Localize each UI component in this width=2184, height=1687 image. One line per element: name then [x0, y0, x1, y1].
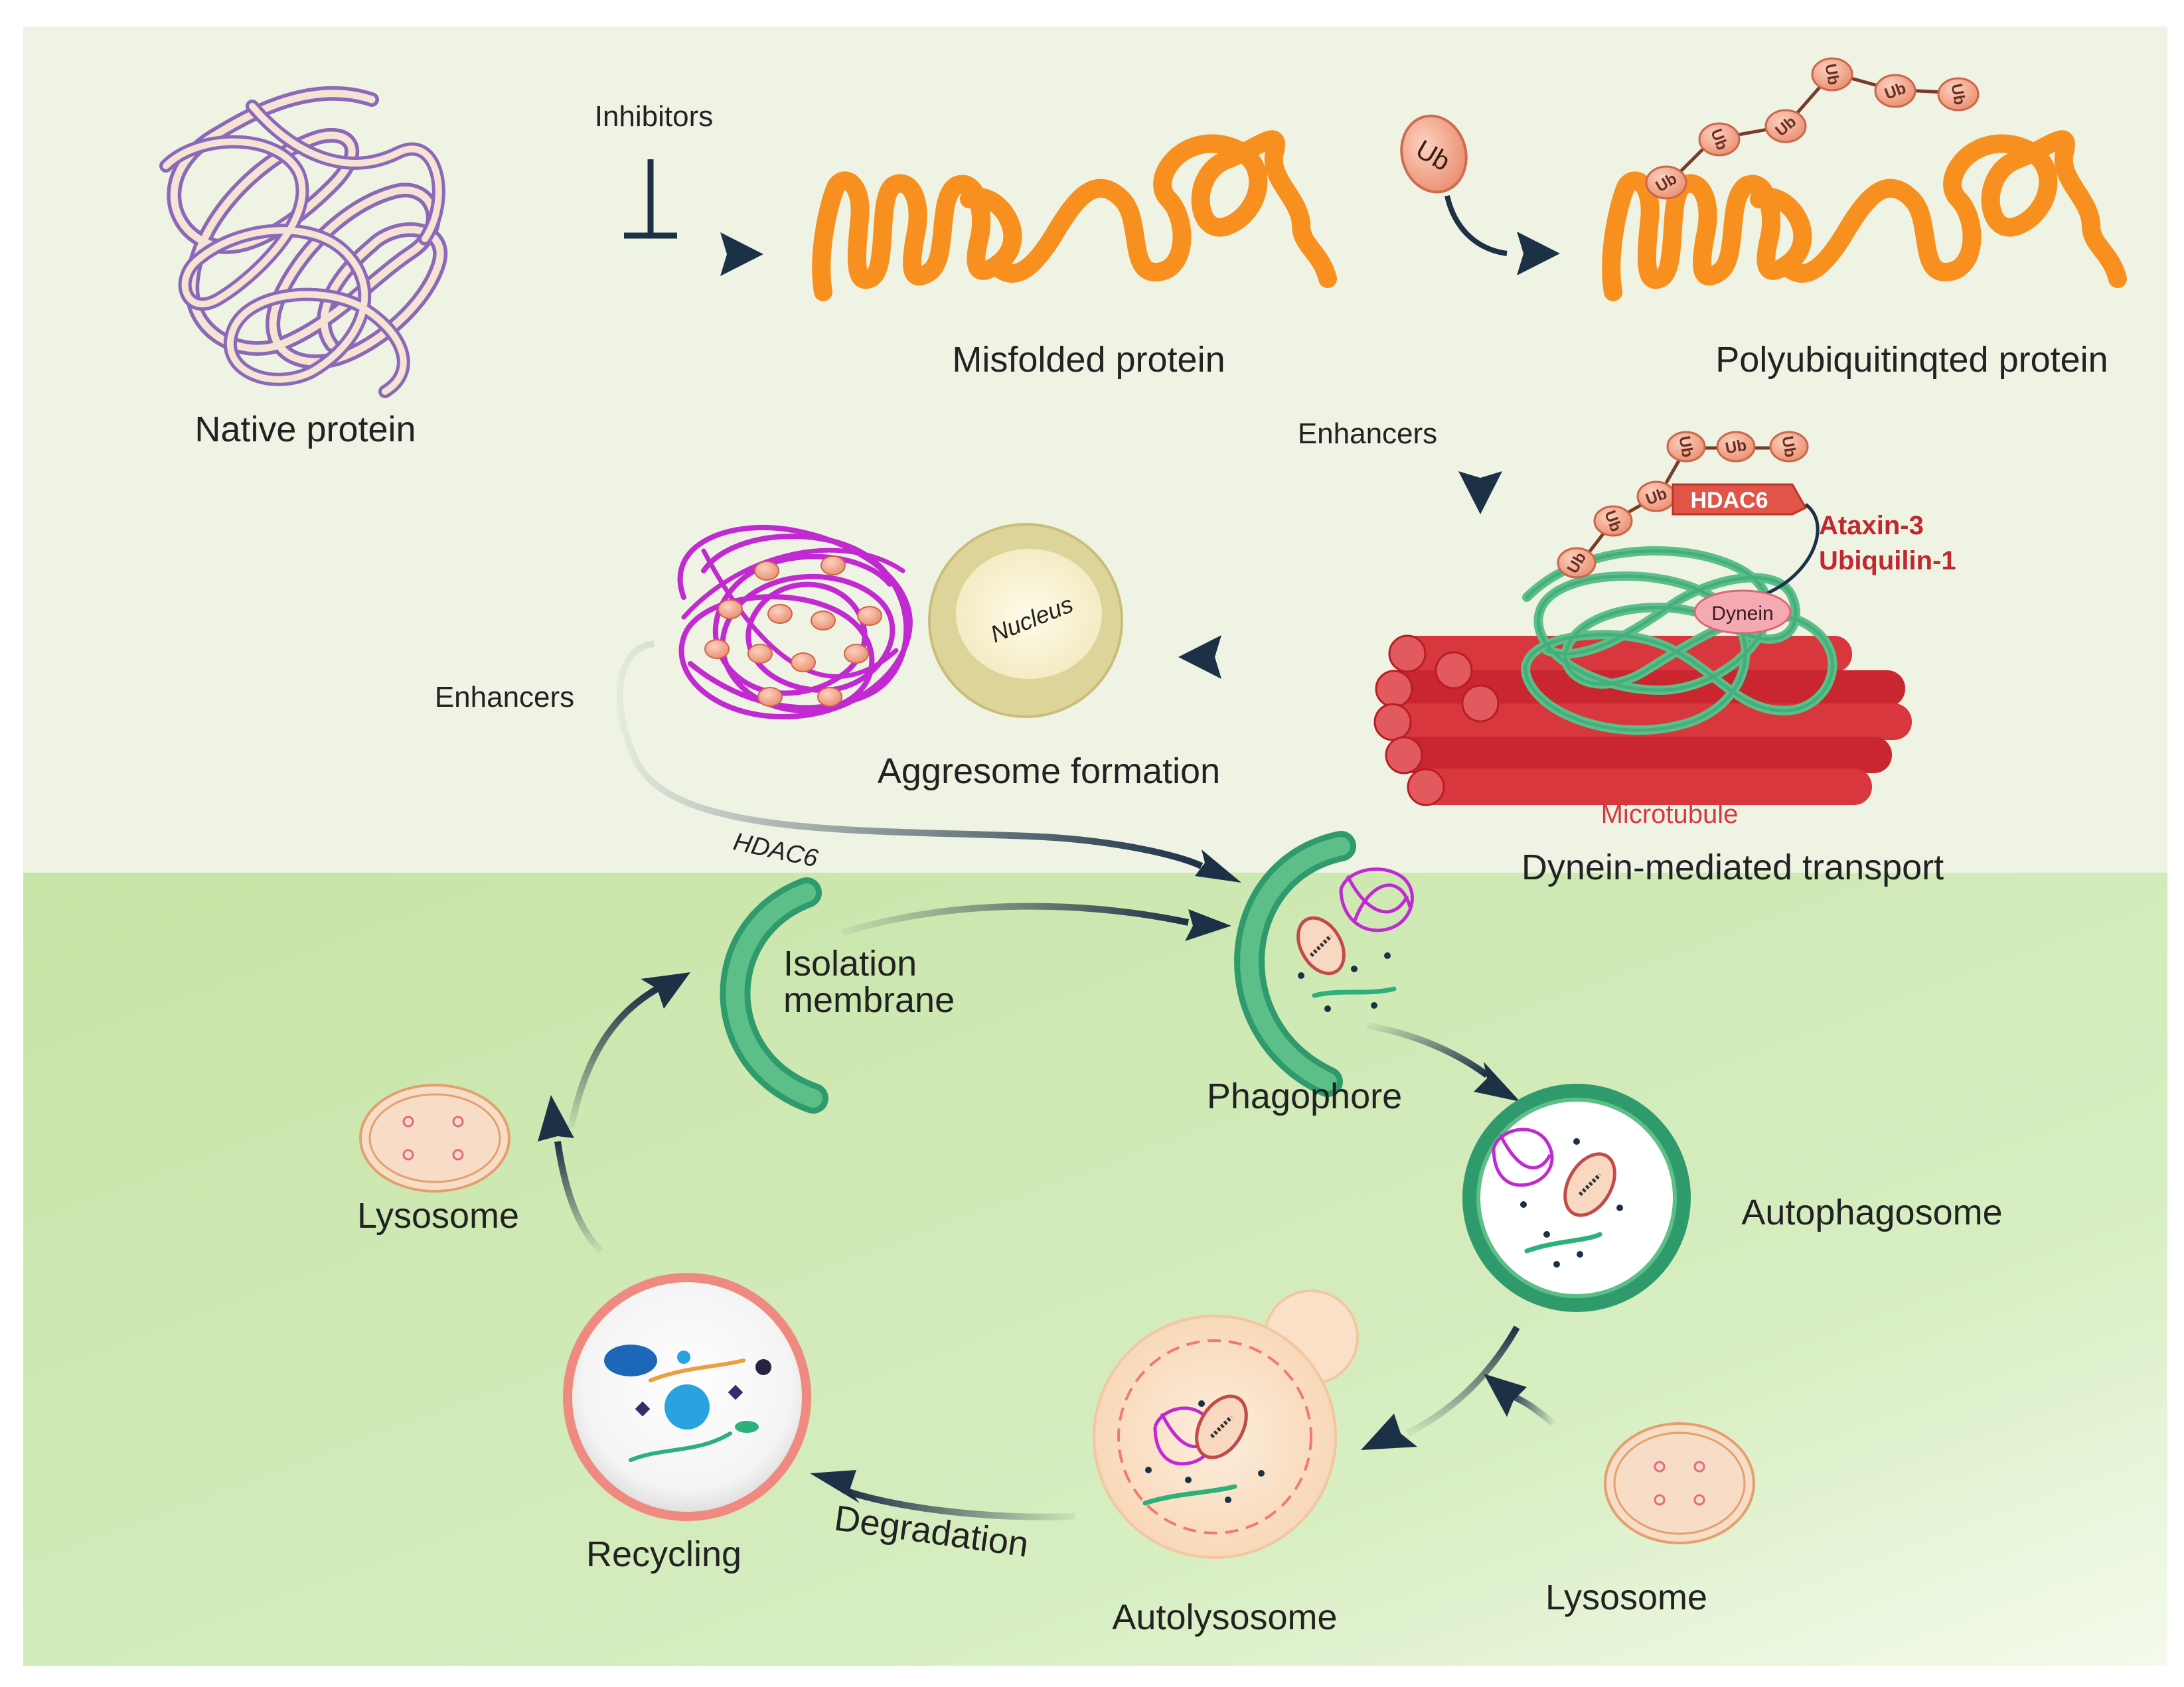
dynein-label: Dynein: [1711, 603, 1773, 624]
ubiquilin1-label: Ubiquilin-1: [1819, 546, 1956, 575]
native-protein-icon: [159, 86, 447, 398]
lysosome-right-label: Lysosome: [1545, 1577, 1707, 1617]
degradation-arrow: [810, 1470, 1076, 1520]
inhibitors-label: Inhibitors: [595, 100, 714, 133]
aggresome-formation-label: Aggresome formation: [878, 751, 1220, 791]
ub-bead-small-label: Ub: [1675, 435, 1696, 459]
to-autophagosome-arrow: [1367, 1022, 1520, 1102]
phagophore-icon: [1234, 831, 1414, 1097]
aggresome-aggregate-icon: [677, 524, 913, 720]
autolysosome-icon: [1093, 1289, 1359, 1559]
hdac6-ub-chain-icon: [1557, 431, 1820, 619]
ubiquitination-arrow: [1387, 195, 1560, 275]
to-phagophore-arrow: [842, 903, 1231, 941]
polyubiquitinated-protein-icon: [1602, 57, 2127, 301]
to-isolation-membrane-arrow: [568, 972, 690, 1129]
ub-bead-icon: Ub: [1400, 114, 1468, 194]
autophagosome-label: Autophagosome: [1741, 1193, 2002, 1232]
enhancers-down-arrow: [1458, 312, 1502, 514]
enhancers-left-label: Enhancers: [435, 681, 574, 713]
isolation-membrane-icon: [720, 877, 828, 1114]
ub-bead-small-label: Ub: [1778, 435, 1799, 459]
ub-bead-small-label: Ub: [1947, 82, 1968, 106]
nucleus-icon: [928, 523, 1123, 718]
phagophore-label: Phagophore: [1207, 1076, 1402, 1116]
lysosome-right-icon: [1604, 1422, 1755, 1544]
recycling-to-lysosome-arrow: [538, 1095, 603, 1254]
recycling-label: Recycling: [586, 1534, 741, 1574]
recycling-icon: [563, 1273, 811, 1521]
polyubiquitinated-protein-label: Polyubiquitinqted protein: [1715, 340, 2108, 380]
isolation-membrane-label-1: Isolation: [783, 944, 917, 984]
microtubule-bundle-icon: [1373, 634, 1912, 806]
misfolded-aggregate-green-icon: [1521, 546, 1837, 735]
hdac6-box-label: HDAC6: [1690, 488, 1768, 513]
autolysosome-label: Autolysosome: [1112, 1597, 1337, 1637]
lysosome-to-merge-arrow: [1484, 1374, 1556, 1426]
microtubule-label: Microtubule: [1601, 800, 1739, 829]
enhancers-top-label: Enhancers: [1298, 417, 1437, 450]
autophagosome-icon: [1462, 1084, 1691, 1312]
misfolded-protein-icon: [812, 130, 1337, 301]
ub-bead-small-label: Ub: [1724, 436, 1748, 457]
lysosome-left-icon: [359, 1084, 510, 1193]
ub-bead-small-label: Ub: [1821, 62, 1842, 86]
bottom-panel: [23, 873, 2167, 1666]
to-aggresome-arrow: [1178, 635, 1354, 679]
hdac6-curved-arrow: [616, 640, 1241, 883]
isolation-membrane-label-2: membrane: [783, 980, 955, 1020]
misfolded-protein-label: Misfolded protein: [952, 340, 1225, 380]
to-autolysosome-arrow: [1361, 1325, 1520, 1450]
inhibitors-arrow: [544, 159, 763, 276]
dynein-transport-label: Dynein-mediated transport: [1521, 847, 1944, 887]
dynein-motor-icon: [1693, 589, 1792, 634]
lysosome-left-label: Lysosome: [357, 1196, 519, 1236]
native-protein-label: Native protein: [195, 409, 416, 449]
ataxin3-label: Ataxin-3: [1819, 511, 1924, 540]
